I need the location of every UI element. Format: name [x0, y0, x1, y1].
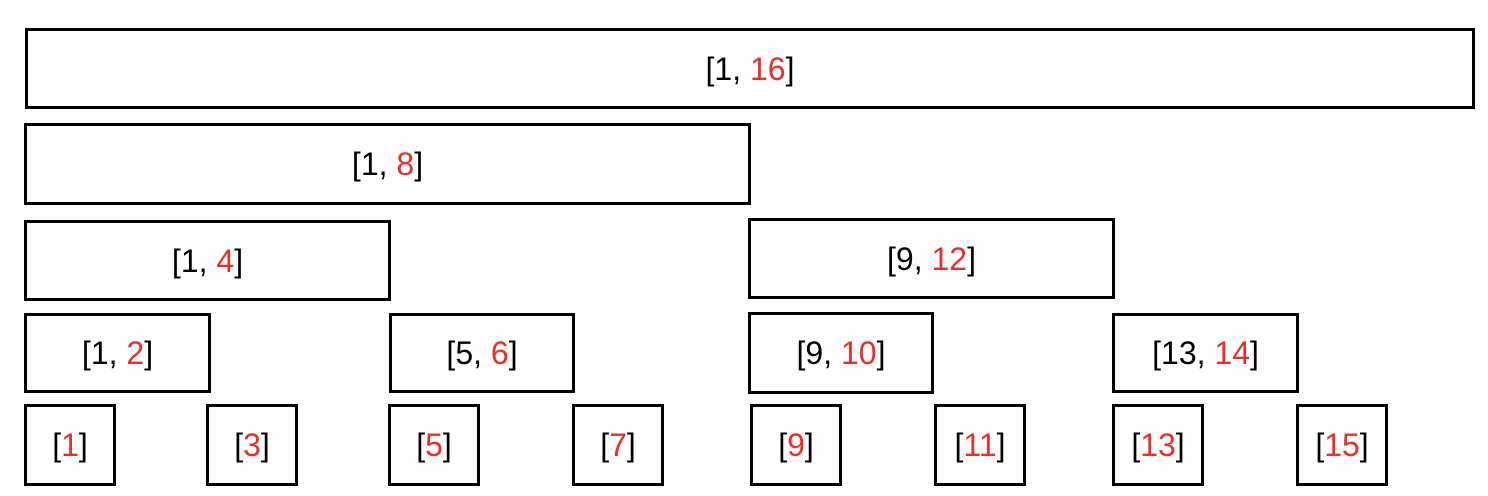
- node-end: 13: [1140, 427, 1176, 463]
- node-start: 1: [180, 242, 199, 279]
- bracket-open: [: [796, 335, 806, 371]
- node-end: 7: [609, 427, 627, 463]
- node-end: 11: [963, 427, 997, 463]
- separator: ,: [823, 335, 841, 371]
- node-end: 14: [1214, 335, 1250, 371]
- node-11: [11]: [934, 404, 1026, 486]
- separator: ,: [1196, 335, 1215, 371]
- node-end: 8: [396, 146, 415, 182]
- node-5: [5]: [388, 404, 480, 486]
- node-start: 9: [895, 240, 914, 277]
- bracket-open: [: [954, 427, 964, 463]
- separator: ,: [378, 146, 397, 182]
- node-end: 4: [216, 242, 235, 279]
- bracket-open: [: [171, 242, 181, 279]
- node-13-14: [13, 14]: [1112, 313, 1299, 393]
- bracket-open: [: [600, 427, 610, 463]
- node-1-2: [1, 2]: [24, 313, 211, 393]
- bracket-open: [: [446, 335, 456, 371]
- bracket-open: [: [416, 427, 426, 463]
- node-start: 1: [714, 50, 733, 87]
- bracket-open: [: [1131, 427, 1141, 463]
- separator: ,: [473, 335, 491, 371]
- bracket-open: [: [705, 50, 715, 87]
- node-start: 5: [455, 335, 474, 371]
- node-1-4: [1, 4]: [24, 220, 391, 301]
- bracket-open: [: [234, 427, 244, 463]
- bracket-open: [: [81, 335, 91, 371]
- node-end: 5: [425, 427, 443, 463]
- node-end: 2: [126, 335, 145, 371]
- bracket-close: ]: [78, 427, 88, 463]
- node-end: 9: [787, 427, 805, 463]
- bracket-close: ]: [996, 427, 1006, 463]
- bracket-open: [: [351, 146, 361, 182]
- node-13: [13]: [1112, 404, 1204, 486]
- bracket-open: [: [887, 240, 896, 277]
- bracket-close: ]: [260, 427, 270, 463]
- node-start: 1: [90, 335, 109, 371]
- bracket-close: ]: [442, 427, 452, 463]
- bracket-open: [: [1152, 335, 1162, 371]
- node-start: 13: [1161, 335, 1197, 371]
- bracket-close: ]: [1175, 427, 1185, 463]
- separator: ,: [732, 50, 750, 87]
- node-start: 9: [805, 335, 824, 371]
- bracket-close: ]: [967, 240, 976, 277]
- bracket-close: ]: [508, 335, 518, 371]
- bracket-close: ]: [876, 335, 886, 371]
- bracket-close: ]: [804, 427, 814, 463]
- bracket-close: ]: [234, 242, 244, 279]
- bracket-open: [: [1315, 427, 1325, 463]
- node-end: 12: [931, 240, 968, 277]
- bracket-close: ]: [785, 50, 795, 87]
- node-15: [15]: [1296, 404, 1388, 486]
- node-end: 15: [1324, 427, 1360, 463]
- separator: ,: [108, 335, 127, 371]
- node-start: 1: [360, 146, 379, 182]
- separator: ,: [913, 240, 932, 277]
- node-9-12: [9, 12]: [748, 218, 1115, 299]
- node-3: [3]: [206, 404, 298, 486]
- bracket-close: ]: [144, 335, 154, 371]
- separator: ,: [198, 242, 217, 279]
- node-end: 10: [840, 335, 877, 371]
- node-5-6: [5, 6]: [389, 313, 575, 393]
- node-9: [9]: [750, 404, 842, 486]
- node-1: [1]: [24, 404, 116, 486]
- node-9-10: [9, 10]: [748, 312, 934, 394]
- bracket-open: [: [778, 427, 788, 463]
- node-7: [7]: [572, 404, 664, 486]
- bracket-open: [: [52, 427, 62, 463]
- bracket-close: ]: [1249, 335, 1259, 371]
- bracket-close: ]: [414, 146, 424, 182]
- node-1-16: [1, 16]: [25, 28, 1475, 109]
- node-1-8: [1, 8]: [24, 123, 751, 205]
- node-end: 16: [749, 50, 786, 87]
- node-end: 3: [243, 427, 261, 463]
- node-end: 1: [61, 427, 79, 463]
- node-end: 6: [490, 335, 509, 371]
- bracket-close: ]: [1359, 427, 1369, 463]
- bracket-close: ]: [626, 427, 636, 463]
